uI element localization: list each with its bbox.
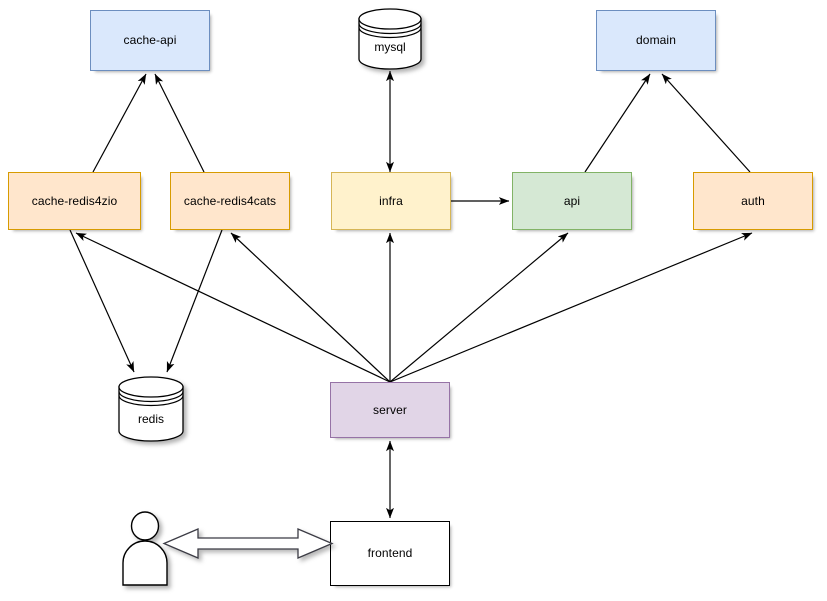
edge-actor-to-frontend (162, 528, 334, 559)
node-mysql[interactable] (358, 8, 422, 70)
node-auth[interactable]: auth (693, 172, 813, 230)
node-domain[interactable]: domain (596, 10, 716, 71)
node-server[interactable]: server (330, 382, 450, 438)
edge-server-to-cache-redis4cats (230, 232, 391, 383)
node-cache-api[interactable]: cache-api (90, 10, 210, 71)
node-infra[interactable]: infra (331, 172, 451, 230)
node-api-label: api (563, 193, 581, 208)
node-server-label: server (373, 402, 407, 417)
node-cache-redis4zio[interactable]: cache-redis4zio (8, 172, 141, 230)
edge-server-to-auth (389, 232, 753, 383)
actor-icon[interactable] (117, 511, 183, 587)
node-frontend-label: frontend (367, 546, 413, 561)
node-frontend[interactable]: frontend (330, 521, 450, 586)
node-cache-api-label: cache-api (123, 33, 177, 48)
node-auth-label: auth (741, 193, 765, 208)
node-cache-redis4cats[interactable]: cache-redis4cats (170, 172, 290, 230)
edge-cache-redis4zio-to-redis (69, 229, 135, 373)
node-cache-redis4zio-label: cache-redis4zio (31, 193, 118, 208)
node-infra-label: infra (379, 193, 403, 208)
edge-api-to-domain (584, 73, 651, 173)
edge-cache-redis4zio-to-cache-api (92, 73, 147, 173)
edge-auth-to-domain (661, 73, 751, 173)
node-api[interactable]: api (512, 172, 632, 230)
node-cache-redis4cats-label: cache-redis4cats (183, 193, 277, 208)
edge-server-to-cache-redis4zio (75, 232, 391, 383)
node-redis-label: redis (137, 412, 164, 426)
node-redis[interactable] (118, 376, 184, 442)
edge-cache-redis4cats-to-cache-api (154, 73, 205, 173)
edge-cache-redis4cats-to-redis (166, 229, 223, 373)
node-mysql-label: mysql (374, 40, 406, 54)
node-domain-label: domain (636, 33, 676, 48)
edge-server-to-api (389, 232, 569, 383)
